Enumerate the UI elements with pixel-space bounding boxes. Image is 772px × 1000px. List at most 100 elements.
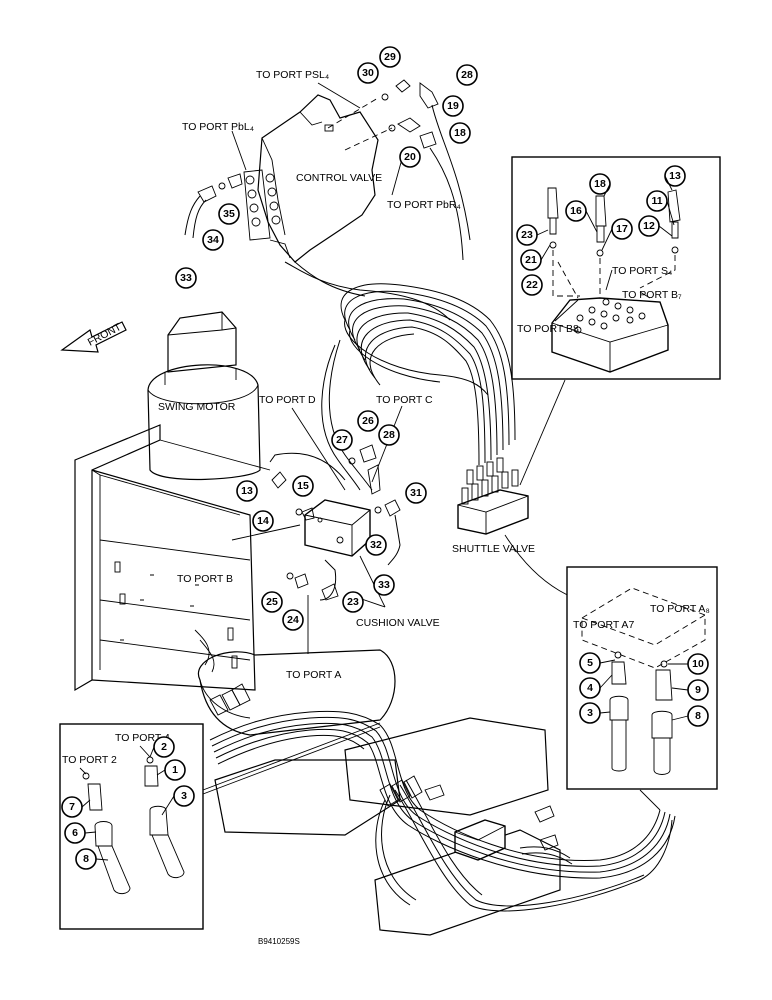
fitting-19 <box>388 117 421 133</box>
callout-31: 31 <box>405 482 427 504</box>
label-port-a: TO PORT A <box>286 669 341 681</box>
callout-29: 29 <box>379 46 401 68</box>
hose-23-mid <box>319 559 337 601</box>
svg-text:26: 26 <box>362 415 374 427</box>
cushion-valve <box>304 499 371 557</box>
label-port-pbr4: TO PORT PbR₄ <box>387 199 461 211</box>
fitting-29 <box>395 79 411 93</box>
svg-text:20: 20 <box>404 151 416 163</box>
svg-text:8: 8 <box>83 853 89 865</box>
callout-23-inset: 23 <box>516 224 538 246</box>
callout-1: 1 <box>164 759 186 781</box>
svg-text:35: 35 <box>223 208 235 220</box>
label-port-d: TO PORT D <box>259 394 316 406</box>
callout-7: 7 <box>61 796 83 818</box>
svg-text:8: 8 <box>695 710 701 722</box>
svg-text:27: 27 <box>336 434 348 446</box>
svg-text:33: 33 <box>180 272 192 284</box>
lower-machine <box>194 629 676 936</box>
svg-text:3: 3 <box>587 707 593 719</box>
label-cushion-valve: CUSHION VALVE <box>356 617 440 629</box>
callout-25: 25 <box>261 591 283 613</box>
inset-fitting-6 <box>82 772 131 895</box>
inset-fitting-18 <box>595 195 607 296</box>
callout-35: 35 <box>218 203 240 225</box>
o-ring-32 <box>374 506 382 514</box>
inset-leaders <box>79 175 689 861</box>
callout-27: 27 <box>331 429 353 451</box>
swing-motor <box>147 311 261 481</box>
o-ring-27 <box>348 457 356 465</box>
inset-shuttle-detail <box>511 156 721 380</box>
callout-33-left: 33 <box>175 267 197 289</box>
hose-loop <box>321 283 516 491</box>
label-port-b7: TO PORT B₇ <box>622 289 682 301</box>
control-valve <box>243 94 393 263</box>
callout-34: 34 <box>202 229 224 251</box>
label-front: FRONT <box>86 321 124 349</box>
svg-text:18: 18 <box>454 127 466 139</box>
callout-15: 15 <box>292 475 314 497</box>
label-port-a8: TO PORT A₈ <box>650 603 710 615</box>
callout-24: 24 <box>282 609 304 631</box>
inset-port-2-4-detail <box>59 723 204 930</box>
callout-8-left: 8 <box>75 848 97 870</box>
svg-text:18: 18 <box>594 178 606 190</box>
label-port-a7: TO PORT A7 <box>573 619 634 631</box>
label-shuttle-valve: SHUTTLE VALVE <box>452 543 535 555</box>
callout-2: 2 <box>153 736 175 758</box>
label-port-pbl4: TO PORT PbL₄ <box>182 121 254 133</box>
callout-22-inset: 22 <box>521 274 543 296</box>
svg-text:23: 23 <box>347 596 359 608</box>
label-port-c: TO PORT C <box>376 394 433 406</box>
fitting-31 <box>384 499 401 517</box>
callout-14: 14 <box>252 510 274 532</box>
callout-21-inset: 21 <box>520 249 542 271</box>
inset-fitting-13 <box>639 189 681 289</box>
callout-12-inset: 12 <box>638 215 660 237</box>
front-arrow: FRONT <box>60 321 127 353</box>
svg-text:13: 13 <box>669 170 681 182</box>
callouts: 30 29 28 19 20 18 35 34 33 23 18 16 17 1… <box>61 46 709 870</box>
o-ring-30 <box>381 93 389 101</box>
svg-text:7: 7 <box>69 801 75 813</box>
callout-17-inset: 17 <box>611 218 633 240</box>
callout-28-top: 28 <box>456 64 478 86</box>
fitting-28-top <box>419 82 471 241</box>
svg-text:12: 12 <box>643 220 655 232</box>
callout-32: 32 <box>365 534 387 556</box>
svg-text:23: 23 <box>521 229 533 241</box>
inset-fitting-4 <box>609 651 629 772</box>
callout-19: 19 <box>442 95 464 117</box>
svg-text:14: 14 <box>257 515 269 527</box>
svg-text:28: 28 <box>461 69 473 81</box>
o-ring-25 <box>286 572 294 580</box>
label-port-b: TO PORT B <box>177 573 233 585</box>
svg-text:11: 11 <box>651 195 662 207</box>
callout-16-inset: 16 <box>565 200 587 222</box>
svg-text:5: 5 <box>587 657 593 669</box>
svg-text:10: 10 <box>692 658 704 670</box>
label-port-b8: TO PORT B8 <box>517 323 579 335</box>
svg-text:25: 25 <box>266 596 278 608</box>
fitting-15 <box>301 507 315 521</box>
callout-4: 4 <box>579 677 601 699</box>
svg-text:19: 19 <box>447 100 459 112</box>
fitting-18-top <box>419 131 464 261</box>
callout-33-mid: 33 <box>373 574 395 596</box>
label-swing-motor: SWING MOTOR <box>158 401 236 413</box>
hose-bundle-control <box>284 261 451 321</box>
svg-text:22: 22 <box>526 279 538 291</box>
svg-text:13: 13 <box>241 485 253 497</box>
label-port-2: TO PORT 2 <box>62 754 117 766</box>
callout-28-mid: 28 <box>378 424 400 446</box>
callout-10: 10 <box>687 653 709 675</box>
svg-text:33: 33 <box>378 579 390 591</box>
svg-text:9: 9 <box>695 684 701 696</box>
svg-text:28: 28 <box>383 429 395 441</box>
svg-text:31: 31 <box>410 487 422 499</box>
callout-30: 30 <box>357 62 379 84</box>
svg-text:24: 24 <box>287 614 299 626</box>
svg-text:6: 6 <box>72 827 78 839</box>
